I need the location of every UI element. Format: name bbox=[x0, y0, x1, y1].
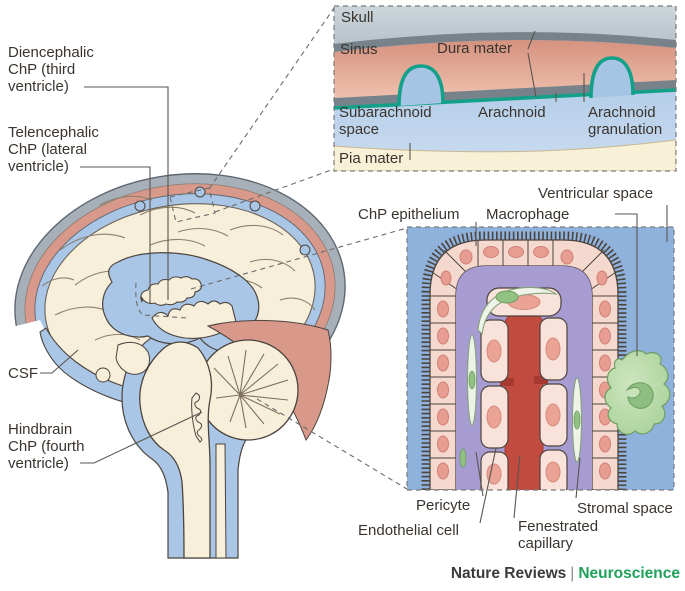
label-sinus: Sinus bbox=[340, 41, 378, 58]
label-line: Hindbrain bbox=[8, 421, 73, 438]
label-endothelial-cell: Endothelial cell bbox=[358, 522, 459, 539]
granulation-right bbox=[589, 56, 635, 99]
label-dura-mater: Dura mater bbox=[437, 40, 513, 57]
capillary-lumen bbox=[504, 314, 544, 490]
cortical-sulci bbox=[41, 195, 316, 343]
magnification-guides bbox=[135, 7, 408, 490]
label-pericyte: Pericyte bbox=[416, 497, 471, 514]
label-line: Telencephalic bbox=[8, 124, 99, 141]
label-line: ChP (third bbox=[8, 61, 76, 78]
epithelial-nuclei bbox=[437, 246, 611, 480]
label-csf: CSF bbox=[8, 365, 38, 382]
label-chp-epithelium: ChP epithelium bbox=[358, 206, 460, 223]
lateral-chp bbox=[140, 276, 202, 306]
label-line: Subarachnoid bbox=[339, 104, 432, 121]
granulation-left bbox=[397, 64, 445, 107]
label-line: Diencephalic bbox=[8, 44, 94, 61]
label-stromal-space: Stromal space bbox=[577, 500, 673, 517]
meninges-pointers bbox=[409, 30, 585, 160]
chp-inset-border bbox=[406, 226, 675, 491]
label-line: ventricle) bbox=[8, 158, 69, 175]
fenestration-right bbox=[534, 376, 548, 384]
label-telencephalic-chp: Telencephalic ChP (lateral ventricle) bbox=[8, 124, 99, 175]
pia-layer bbox=[334, 139, 676, 171]
pericytes bbox=[459, 286, 583, 468]
label-line: Fenestrated bbox=[518, 518, 599, 535]
label-pia-mater: Pia mater bbox=[339, 150, 404, 167]
fenestration-left bbox=[500, 378, 514, 386]
label-ventricular-space: Ventricular space bbox=[538, 185, 654, 202]
label-diencephalic-chp: Diencephalic ChP (third ventricle) bbox=[8, 44, 94, 95]
dura-upper-band bbox=[334, 32, 676, 52]
label-line: Arachnoid bbox=[588, 104, 656, 121]
label-arachnoid: Arachnoid bbox=[478, 104, 546, 121]
label-line: ChP (fourth bbox=[8, 438, 85, 455]
chp-structure-inset bbox=[406, 205, 675, 524]
macrophage-cell bbox=[604, 350, 671, 435]
arbor-vitae bbox=[213, 349, 289, 429]
dorsal-strip bbox=[215, 443, 227, 559]
brain-diagram bbox=[0, 7, 408, 591]
meninges-inset-border bbox=[333, 5, 677, 172]
label-line: ChP (lateral bbox=[8, 141, 87, 158]
brain-granulation-bumps bbox=[134, 186, 311, 256]
journal-credit: Nature Reviews|Neuroscience bbox=[451, 565, 680, 583]
hindbrain-chp bbox=[191, 392, 203, 443]
cerebellum bbox=[197, 339, 299, 441]
microvilli bbox=[421, 231, 627, 490]
label-arachnoid-granulation: Arachnoid granulation bbox=[588, 104, 662, 138]
label-fenestrated-capillary: Fenestrated capillary bbox=[518, 518, 598, 552]
label-line: capillary bbox=[518, 535, 574, 552]
label-hindbrain-chp: Hindbrain ChP (fourth ventricle) bbox=[8, 421, 84, 472]
endothelial-cells bbox=[480, 287, 568, 490]
temporal-pole bbox=[115, 341, 151, 375]
endothelial-nuclei bbox=[486, 294, 561, 485]
lower-mask bbox=[0, 320, 166, 591]
skull-layer bbox=[334, 6, 676, 44]
label-macrophage: Macrophage bbox=[486, 206, 570, 223]
label-line: ventricle) bbox=[8, 78, 69, 95]
label-subarachnoid-space: Subarachnoid space bbox=[339, 104, 432, 138]
chp-pointers bbox=[475, 205, 668, 524]
meninges-inset bbox=[333, 5, 677, 172]
label-line: granulation bbox=[588, 121, 663, 138]
label-pointers bbox=[40, 86, 203, 464]
journal-name: Nature Reviews bbox=[450, 565, 567, 582]
label-line: space bbox=[339, 121, 380, 138]
label-line: ventricle) bbox=[8, 455, 69, 472]
uncus bbox=[95, 367, 111, 383]
journal-field: Neuroscience bbox=[578, 565, 680, 582]
credit-separator: | bbox=[570, 565, 575, 582]
label-skull: Skull bbox=[341, 9, 374, 26]
